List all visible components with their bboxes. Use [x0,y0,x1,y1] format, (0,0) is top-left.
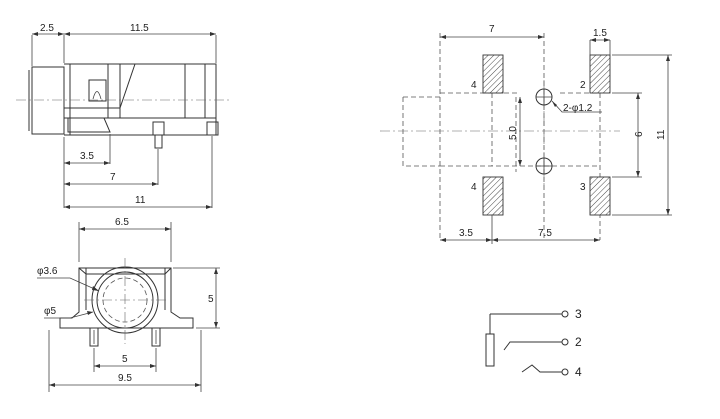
dim-pin2: 7 [110,172,116,183]
pad-bottom-right [589,176,611,216]
footprint-view: 4 2 4 3 7 1.5 2-φ1.2 5.0 6 11 3.5 [380,24,672,244]
dim-fp-right-bottom: 7.5 [538,228,552,239]
dim-fp-mid-vertical: 5.0 [508,126,519,140]
dim-pin1: 3.5 [80,151,94,162]
pin-label-top-right: 2 [580,80,586,91]
pad-top-right [589,54,611,94]
dim-overall: 9.5 [118,373,132,384]
front-view: 6.5 φ3.6 φ5 5 5 [37,217,220,392]
dim-front: 2.5 [40,23,54,34]
schematic: 3 2 4 [485,307,582,379]
pin-label-bottom-right: 3 [580,182,586,193]
dim-width: 6.5 [115,217,129,228]
dim-hole-outer: φ5 [44,306,56,317]
dim-pin3: 11 [135,195,146,206]
dim-height: 5 [208,294,214,305]
schematic-pin-3: 3 [575,307,582,321]
side-view: 2.5 11.5 3.5 7 11 [16,23,232,209]
dim-pin-spacing: 5 [122,354,128,365]
dim-fp-left-bottom: 3.5 [459,228,473,239]
dim-fp-top: 7 [489,24,495,35]
dim-fp-pad-width: 1.5 [593,28,607,39]
dim-hole-inner: φ3.6 [37,266,58,277]
dim-fp-pad-spacing: 6 [634,131,645,137]
dim-fp-hole: 2-φ1.2 [563,103,593,114]
schematic-pin-2: 2 [575,335,582,349]
pad-bottom-left [482,176,504,216]
pad-top-left [482,54,504,94]
schematic-pin-4: 4 [575,365,582,379]
dim-body: 11.5 [130,23,149,34]
dim-fp-overall-height: 11 [656,129,667,140]
pin-label-bottom-left: 4 [471,182,477,193]
pin-label-top-left: 4 [471,80,477,91]
